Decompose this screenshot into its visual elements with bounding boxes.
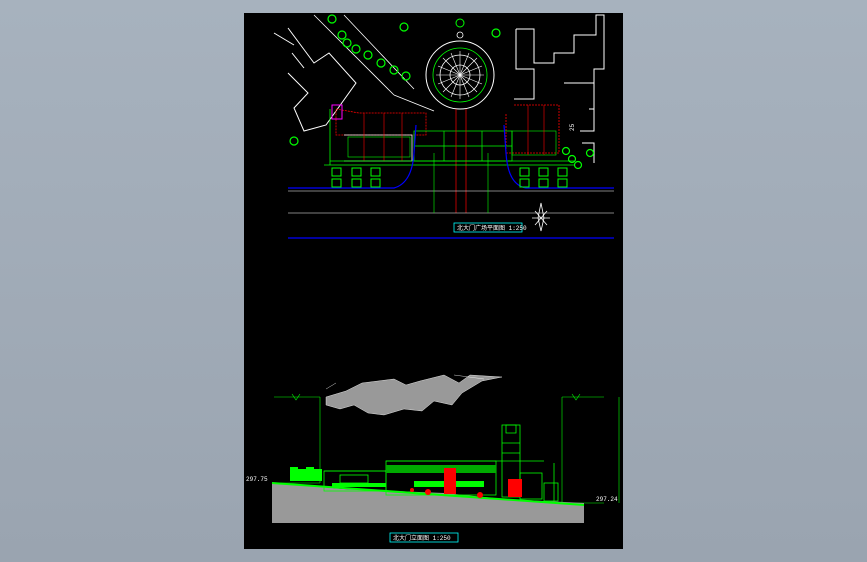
cad-drawing-svg: 25 (246, 14, 620, 543)
plan-title: 北大门广场平面图 1:250 (457, 224, 527, 232)
road-edges (288, 190, 614, 214)
right-building (514, 14, 605, 163)
parking-right (519, 167, 568, 188)
tree-row-right (289, 28, 595, 170)
plan-number-label: 25 (569, 123, 576, 131)
elevation-title-block: 北大门立面图 1:250 (389, 532, 459, 543)
main-building (331, 104, 560, 162)
elevation-fills (332, 465, 496, 487)
left-building (273, 27, 357, 132)
elevation-trees (290, 467, 322, 481)
right-level-label: 297.24 (596, 496, 618, 503)
parking-left (331, 167, 381, 188)
left-road-edges (313, 14, 435, 112)
drawing-sheet[interactable]: 25 (244, 13, 623, 549)
tree-row-diagonal (327, 14, 411, 81)
road-curves (288, 124, 614, 239)
plan-view: 25 (273, 14, 614, 239)
roundabout (425, 18, 495, 110)
plan-title-block: 北大门广场平面图 1:250 (453, 222, 527, 233)
north-arrow-icon (532, 202, 550, 232)
elevation-view: 297.75 297.24 (246, 374, 620, 543)
elevation-title: 北大门立面图 1:250 (393, 534, 451, 542)
walls-horizontal (324, 109, 574, 166)
left-level-label: 297.75 (246, 476, 268, 483)
backdrop-hills (325, 374, 503, 416)
elevation-doors (410, 468, 522, 498)
elevation-buildings (323, 424, 559, 502)
centerline (433, 153, 489, 213)
